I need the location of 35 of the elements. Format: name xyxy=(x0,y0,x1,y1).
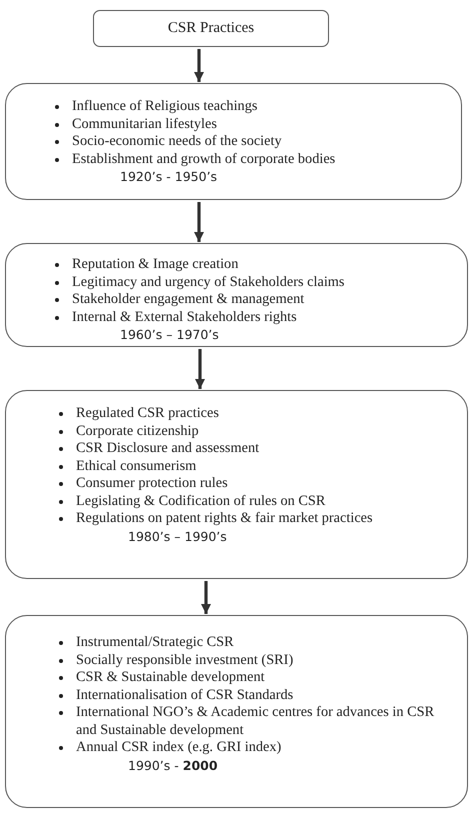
bullet-text: Corporate citizenship xyxy=(76,422,199,440)
arrow xyxy=(194,49,204,82)
bullet-text: Establishment and growth of corporate bodies xyxy=(72,150,336,168)
bullet-text: Communitarian lifestyles xyxy=(72,116,217,133)
bullet-text: Annual CSR index (e.g. GRI index) xyxy=(76,739,282,756)
bullet-text: Stakeholder engagement & management xyxy=(72,291,304,308)
stage-box xyxy=(5,83,462,200)
box-title: CSR Practices xyxy=(168,20,254,37)
bullet-text: International NGO’s & Academic centres for advances in CSR and Sustainable development xyxy=(76,704,436,739)
bullet-text: Regulations on patent rights & fair market practices xyxy=(76,510,373,528)
arrow xyxy=(200,581,212,614)
bullet-text: Instrumental/Strategic CSR xyxy=(76,634,234,652)
arrow xyxy=(194,202,204,242)
stage-box xyxy=(5,615,468,808)
period-label: 1980’s – 1990’s xyxy=(128,528,227,545)
bullet-text: Internationalisation of CSR Standards xyxy=(76,686,294,704)
bullet-text: Internal & External Stakeholders rights xyxy=(72,308,297,326)
bullet-text: Legitimacy and urgency of Stakeholders claims xyxy=(72,274,344,291)
period-label: 1990’s - 2000 xyxy=(128,756,218,774)
bullet-text: CSR & Sustainable development xyxy=(76,669,265,686)
bullet-text: Socio-economic needs of the society xyxy=(72,133,282,150)
stage-box xyxy=(5,243,468,347)
arrow xyxy=(194,349,206,389)
bullet-text: CSR Disclosure and assessment xyxy=(76,440,260,458)
bullet-text: Consumer protection rules xyxy=(76,475,228,492)
bullet-text: Legislating & Codification of rules on CSR xyxy=(76,492,326,510)
bullet-text: Socially responsible investment (SRI) xyxy=(76,652,294,669)
title-box xyxy=(93,10,329,47)
bullet-text: Ethical consumerism xyxy=(76,458,196,475)
stage-box xyxy=(5,390,468,579)
bullet-text: Reputation & Image creation xyxy=(72,256,238,274)
bullet-text: Influence of Religious teachings xyxy=(72,98,258,116)
bullet-text: Regulated CSR practices xyxy=(76,405,219,422)
period-label: 1960’s – 1970’s xyxy=(120,326,219,344)
period-label: 1920’s - 1950’s xyxy=(120,168,218,186)
